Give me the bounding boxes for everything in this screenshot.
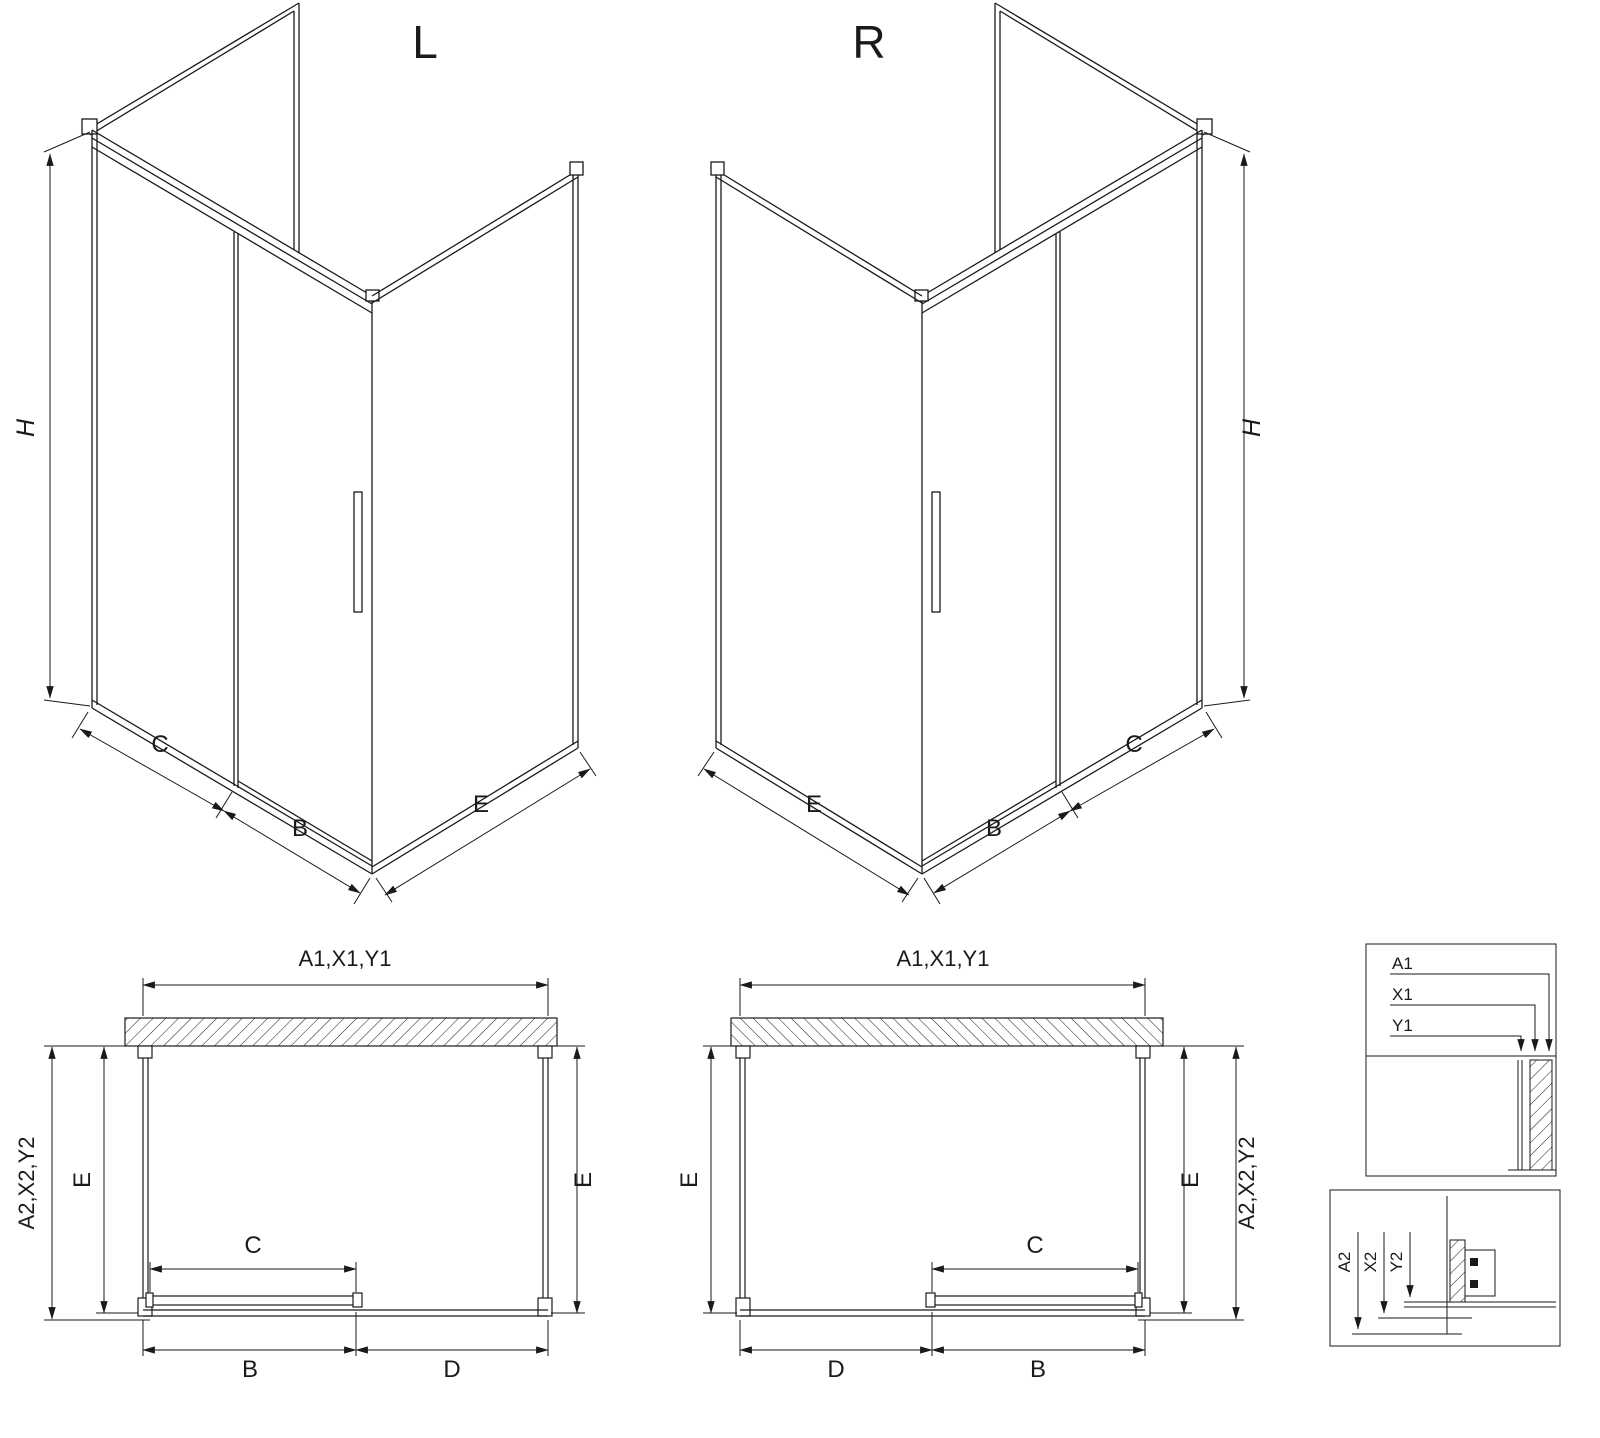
- wall-section-hatched: [1529, 1059, 1553, 1171]
- dim-label-b: B: [986, 815, 1002, 842]
- plan-view-r: A1,X1,Y1 A2,X2,Y2 E E C D B: [676, 946, 1259, 1383]
- dim-label-width: A1,X1,Y1: [299, 946, 392, 971]
- dim-label-e: E: [806, 791, 822, 818]
- iso-view-r: R H E B C: [698, 2, 1266, 904]
- view-title-r: R: [852, 16, 885, 68]
- dim-label-e-right: E: [1177, 1172, 1204, 1188]
- fastener: [1470, 1280, 1478, 1288]
- dim-label-width: A1,X1,Y1: [897, 946, 990, 971]
- view-title-l: L: [412, 16, 438, 68]
- dim-label-x1: X1: [1392, 985, 1413, 1004]
- leader-x1: [1390, 1004, 1539, 1052]
- dim-label-b: B: [1030, 1356, 1046, 1383]
- detail-view-bottom: A2 X2 Y2: [1329, 1189, 1561, 1347]
- dim-label-e-left: E: [676, 1172, 703, 1188]
- plan-l-lineart: [44, 978, 585, 1356]
- detail-frame: [1365, 943, 1557, 1177]
- dim-label-d: D: [443, 1356, 460, 1383]
- fastener: [1470, 1258, 1478, 1266]
- dim-label-e-left: E: [69, 1172, 96, 1188]
- dim-label-c: C: [151, 731, 168, 758]
- plan-r-lineart: [703, 978, 1244, 1356]
- dim-label-depth: A2,X2,Y2: [1234, 1137, 1259, 1230]
- dim-label-y2: Y2: [1387, 1252, 1406, 1273]
- dim-label-e-right: E: [570, 1172, 597, 1188]
- iso-view-l: L H C B E: [12, 2, 596, 904]
- leader-a1: [1390, 973, 1553, 1052]
- dim-label-a1: A1: [1392, 954, 1413, 973]
- dim-label-x2: X2: [1361, 1252, 1380, 1273]
- wall-section-hatched: [1449, 1239, 1466, 1303]
- dim-label-h: H: [1238, 418, 1266, 437]
- dim-label-b: B: [292, 815, 308, 842]
- detail-frame: [1329, 1189, 1561, 1347]
- plan-view-l: A1,X1,Y1 A2,X2,Y2 E E C B D: [14, 946, 597, 1383]
- dim-label-c: C: [1026, 1232, 1043, 1259]
- dim-label-y1: Y1: [1392, 1016, 1413, 1035]
- profile-body: [1464, 1249, 1496, 1297]
- dim-label-c: C: [1125, 731, 1142, 758]
- leader-y1: [1390, 1035, 1525, 1052]
- dim-label-a2: A2: [1335, 1252, 1354, 1273]
- dim-label-depth: A2,X2,Y2: [14, 1137, 39, 1230]
- dim-label-h: H: [12, 418, 40, 437]
- dim-label-c: C: [244, 1232, 261, 1259]
- detail-view-top: A1 X1 Y1: [1365, 943, 1557, 1177]
- dim-label-d: D: [827, 1356, 844, 1383]
- dim-label-b: B: [242, 1356, 258, 1383]
- dim-label-e: E: [473, 791, 489, 818]
